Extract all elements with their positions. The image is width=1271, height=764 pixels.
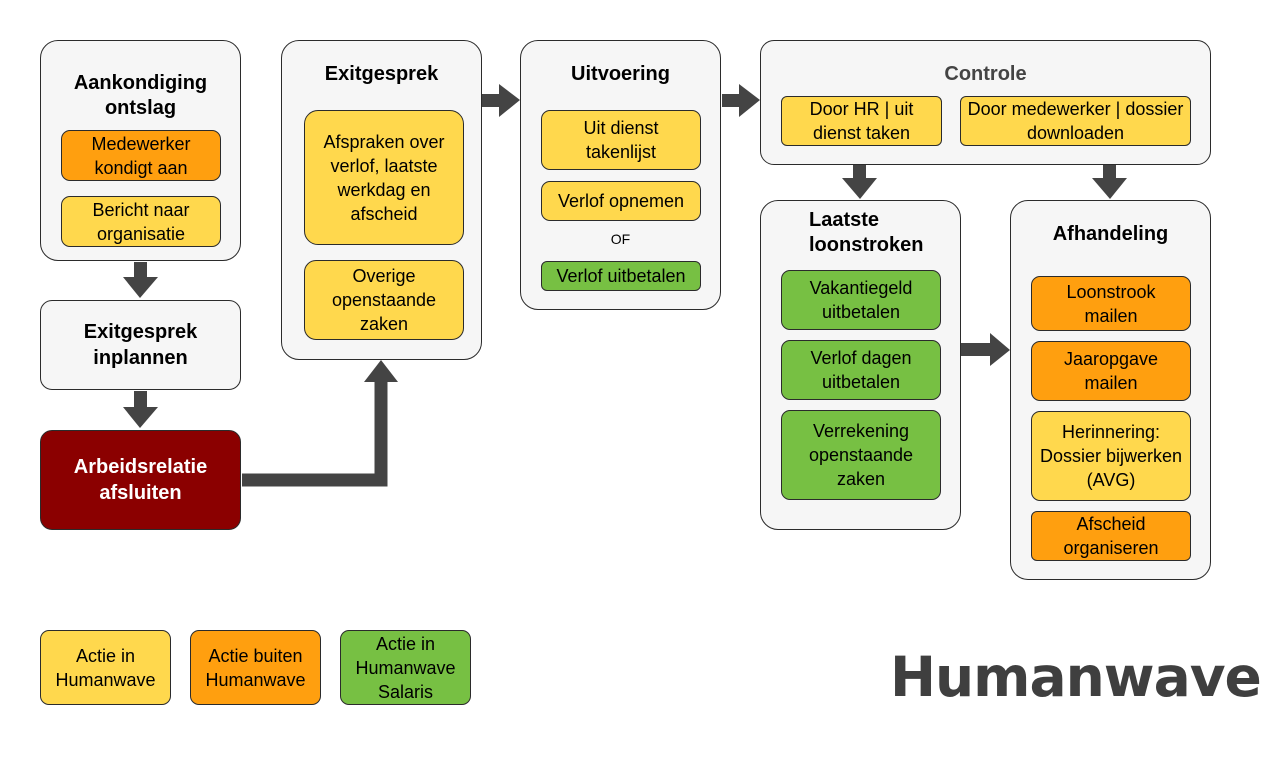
step-door-medewerker: Door medewerker | dossier downloaden [960, 96, 1191, 146]
arrow-exit-to-uitvoering [482, 94, 500, 107]
legend-actie-in-humanwave-salaris: Actie in Humanwave Salaris [340, 630, 471, 705]
step-verrekening-openstaande-zaken: Verrekening openstaande zaken [781, 410, 941, 500]
stage-title: Controle [944, 63, 1027, 85]
humanwave-logo: Humanwave [890, 645, 1262, 709]
step-medewerker-kondigt-aan: Medewerker kondigt aan [61, 130, 221, 181]
arrow-controle-to-loonstroken [853, 165, 866, 179]
arrow-exit-to-uitvoering-head [499, 84, 520, 117]
arrow-uitvoering-to-controle-head [739, 84, 760, 117]
arrow-stage2-to-stage3-head [123, 407, 158, 428]
arrow-controle-to-loonstroken-head [842, 178, 877, 199]
step-loonstrook-mailen: Loonstrook mailen [1031, 276, 1191, 331]
stage-exitgesprek-inplannen: Exitgesprek inplannen [40, 300, 241, 390]
step-overige-openstaande-zaken: Overige openstaande zaken [304, 260, 464, 340]
arrow-stage3-to-exitgesprek [242, 380, 388, 487]
arrow-stage1-to-stage2-head [123, 277, 158, 298]
arrow-controle-to-afhandeling [1103, 165, 1116, 179]
step-verlof-opnemen: Verlof opnemen [541, 181, 701, 221]
stage-afhandeling: Afhandeling Loonstrook mailen Jaaropgave… [1010, 200, 1211, 580]
step-herinnering-dossier: Herinnering: Dossier bijwerken (AVG) [1031, 411, 1191, 501]
stage-title: Uitvoering [571, 63, 670, 85]
legend-actie-buiten-humanwave: Actie buiten Humanwave [190, 630, 321, 705]
stage-arbeidsrelatie-afsluiten: Arbeidsrelatie afsluiten [40, 430, 241, 530]
legend-actie-in-humanwave: Actie in Humanwave [40, 630, 171, 705]
step-jaaropgave-mailen: Jaaropgave mailen [1031, 341, 1191, 401]
stage-uitvoering: Uitvoering Uit dienst takenlijst Verlof … [520, 40, 721, 310]
stage-title: Aankondiging ontslag [73, 72, 208, 119]
step-afspraken-verlof: Afspraken over verlof, laatste werkdag e… [304, 110, 464, 245]
step-afscheid-organiseren: Afscheid organiseren [1031, 511, 1191, 561]
step-door-hr: Door HR | uit dienst taken [781, 96, 942, 146]
step-bericht-naar-organisatie: Bericht naar organisatie [61, 196, 221, 247]
arrow-stage3-to-exitgesprek-head [364, 360, 398, 382]
step-uit-dienst-takenlijst: Uit dienst takenlijst [541, 110, 701, 170]
arrow-loonstroken-to-afhandeling [961, 343, 991, 356]
stage-aankondiging-ontslag: Aankondiging ontslag Medewerker kondigt … [40, 40, 241, 261]
arrow-stage1-to-stage2 [134, 262, 147, 278]
arrow-stage2-to-stage3 [134, 391, 147, 408]
stage-exitgesprek: Exitgesprek Afspraken over verlof, laats… [281, 40, 482, 360]
stage-title: Laatste loonstroken [809, 209, 924, 256]
step-verlof-uitbetalen: Verlof uitbetalen [541, 261, 701, 291]
step-verlof-dagen-uitbetalen: Verlof dagen uitbetalen [781, 340, 941, 400]
or-separator: OF [610, 231, 631, 247]
stage-controle: Controle Door HR | uit dienst taken Door… [760, 40, 1211, 165]
stage-title: Afhandeling [1052, 223, 1169, 245]
arrow-loonstroken-to-afhandeling-head [990, 333, 1010, 366]
stage-laatste-loonstroken: Laatste loonstroken Vakantiegeld uitbeta… [760, 200, 961, 530]
arrow-controle-to-afhandeling-head [1092, 178, 1127, 199]
step-vakantiegeld-uitbetalen: Vakantiegeld uitbetalen [781, 270, 941, 330]
arrow-uitvoering-to-controle [722, 94, 740, 107]
stage-title: Exitgesprek [324, 63, 439, 85]
